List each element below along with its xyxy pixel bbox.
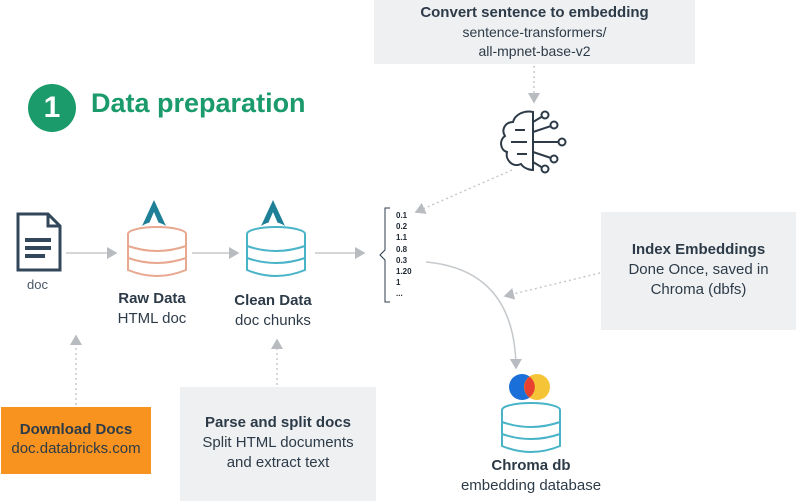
embedding-box-line1: sentence-transformers/	[462, 24, 607, 40]
vector-bracket	[379, 207, 390, 303]
section-title: Data preparation	[91, 88, 306, 118]
doc-label: doc	[27, 277, 48, 292]
clean-data-node: Clean Data doc chunks	[218, 292, 328, 329]
parse-box-title: Parse and split docs	[205, 414, 351, 431]
embedding-vector: 0.1 0.2 1.1 0.8 0.3 1.20 1 ...	[396, 210, 412, 300]
vector-value: 0.2	[396, 222, 408, 232]
embedding-box-line2: all-mpnet-base-v2	[478, 43, 591, 59]
clean-data-database-icon	[246, 200, 306, 277]
vector-value: ...	[396, 289, 403, 299]
index-box-line1: Done Once, saved in	[628, 261, 769, 278]
model-brain-icon	[500, 110, 567, 174]
vector-value: 0.1	[396, 211, 408, 220]
index-box-title: Index Embeddings	[631, 241, 766, 258]
clean-data-subtitle: doc chunks	[235, 312, 311, 329]
chroma-db-node: Chroma db embedding database	[440, 457, 622, 494]
vector-value: 1.1	[396, 233, 408, 243]
document-icon	[16, 212, 62, 272]
download-title: Download Docs	[19, 421, 133, 438]
parse-split-box: Parse and split docs Split HTML document…	[180, 387, 376, 501]
chroma-database-icon	[501, 374, 561, 453]
chroma-subtitle: embedding database	[460, 477, 602, 494]
vector-value: 1	[396, 278, 401, 288]
download-docs-box: Download Docs doc.databricks.com	[1, 407, 151, 474]
parse-box-line2: and extract text	[226, 454, 330, 471]
raw-data-title: Raw Data	[118, 290, 186, 307]
raw-data-database-icon	[127, 200, 187, 277]
vector-value: 0.8	[396, 244, 408, 254]
index-box-line2: Chroma (dbfs)	[650, 281, 747, 298]
parse-box-line1: Split HTML documents	[202, 434, 354, 451]
index-embeddings-box: Index Embeddings Done Once, saved in Chr…	[601, 212, 796, 330]
embedding-model-box: Convert sentence to embedding sentence-t…	[374, 0, 695, 64]
vector-value: 0.3	[396, 255, 408, 265]
arrow-vector-to-chroma	[425, 261, 522, 370]
arrow-model-to-vector	[414, 169, 513, 214]
step-number-badge: 1	[28, 84, 76, 132]
chroma-title: Chroma db	[491, 457, 571, 474]
download-url: doc.databricks.com	[11, 440, 141, 457]
vector-value: 1.20	[396, 267, 412, 277]
raw-data-subtitle: HTML doc	[117, 310, 187, 327]
raw-data-node: Raw Data HTML doc	[100, 290, 204, 327]
embedding-box-title: Convert sentence to embedding	[420, 4, 649, 21]
clean-data-title: Clean Data	[234, 292, 312, 309]
arrow-index-to-flow	[503, 272, 601, 300]
